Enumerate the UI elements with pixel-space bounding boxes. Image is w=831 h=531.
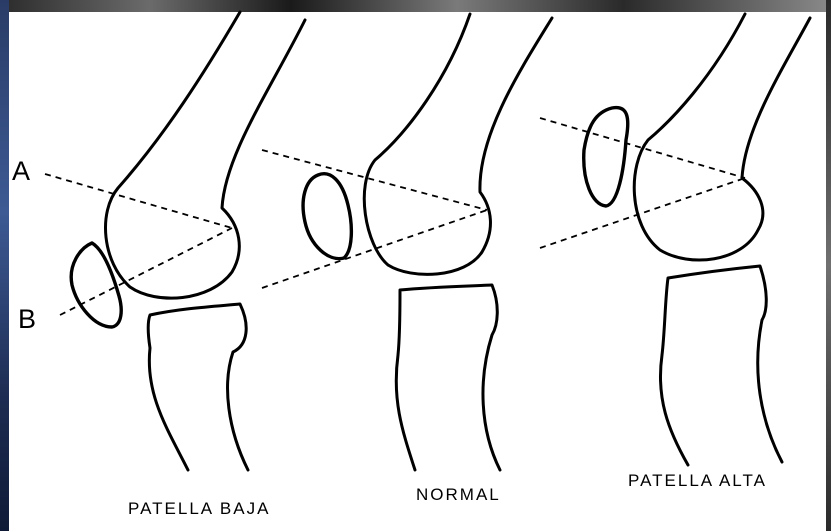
caption-patella-alta: PATELLA ALTA (628, 472, 767, 489)
tibia (660, 266, 782, 465)
line-b-label: B (18, 306, 36, 333)
panel-normal (262, 14, 552, 470)
panel-patella-alta (540, 14, 810, 465)
femur (106, 12, 306, 298)
line-a-label: A (12, 158, 30, 185)
femur (364, 14, 552, 274)
tibia (148, 304, 248, 470)
femur (634, 14, 810, 260)
panel-patella-baja (45, 12, 305, 470)
caption-patella-baja: PATELLA BAJA (128, 500, 270, 517)
caption-normal: NORMAL (416, 486, 501, 503)
patella (584, 108, 628, 206)
tibia (396, 285, 500, 470)
patella (303, 174, 351, 259)
